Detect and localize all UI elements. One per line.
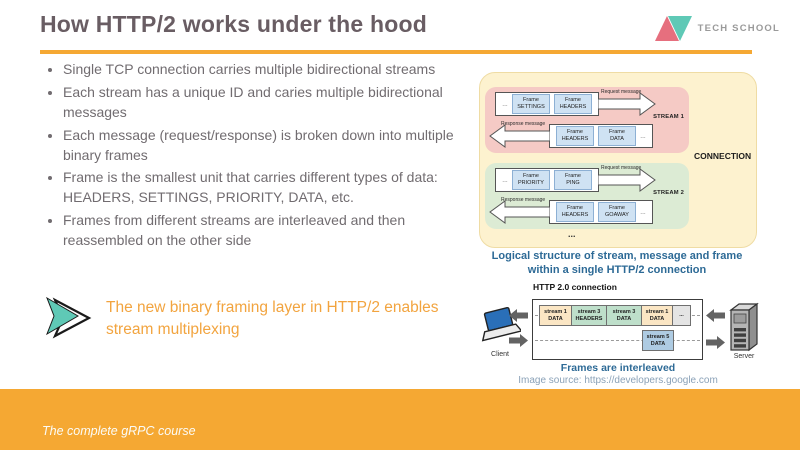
stream-2-label: STREAM 2 (653, 190, 684, 196)
response-arrow-label: Response message (501, 121, 546, 127)
bullet-item: Frames from different streams are interl… (63, 211, 470, 251)
bullet-item: Each stream has a unique ID and caries m… (63, 83, 470, 123)
interleave-caption: Frames are interleaved (560, 362, 676, 374)
more-streams-ellipsis: ... (568, 229, 576, 239)
right-arrow-icon (706, 336, 725, 349)
request-arrow-label: Request message (601, 165, 642, 171)
request-arrow-label: Request message (601, 89, 642, 95)
client-label: Client (491, 351, 509, 358)
frames-ellipsis: ... (640, 208, 646, 216)
stream-1-label: STREAM 1 (653, 114, 684, 120)
response-arrow-label: Response message (501, 197, 546, 203)
connection-label: CONNECTION (694, 151, 752, 161)
bullet-item: Single TCP connection carries multiple b… (63, 60, 470, 80)
left-arrow-icon (706, 309, 725, 322)
title-underline (40, 50, 752, 54)
page-title: How HTTP/2 works under the hood (40, 11, 427, 37)
stream-diagram-caption: Logical structure of stream, message and… (491, 250, 743, 276)
response-arrow-icon (489, 124, 550, 148)
request-arrow-icon (598, 92, 656, 116)
callout-text: The new binary framing layer in HTTP/2 e… (106, 299, 439, 339)
image-source-credit: Image source: https://developers.google.… (518, 375, 718, 386)
bullet-list: Single TCP connection carries multiple b… (42, 60, 470, 254)
server-label: Server (733, 353, 755, 360)
brand-name: TECH SCHOOL (697, 23, 780, 34)
frames-ellipsis: ... (640, 132, 646, 140)
teal-triangle-icon (667, 16, 692, 41)
request-arrow-icon (598, 168, 656, 192)
bullet-item: Frame is the smallest unit that carries … (63, 168, 470, 208)
frames-ellipsis: ... (502, 176, 508, 184)
http2-connection-title: HTTP 2.0 connection (533, 282, 617, 292)
techschool-logo: TECH SCHOOL (654, 16, 780, 41)
client-to-server-line (535, 340, 700, 341)
response-arrow-icon (489, 200, 550, 224)
server-tower-icon (729, 302, 759, 352)
left-arrow-icon (509, 309, 528, 322)
right-arrow-icon (509, 334, 528, 347)
footer-bar: The complete gRPC course (0, 389, 800, 450)
client-laptop-icon (481, 306, 521, 342)
key-takeaway-callout: The new binary framing layer in HTTP/2 e… (44, 297, 446, 342)
more-frames-chip: ... (672, 305, 691, 326)
frames-ellipsis: ... (502, 100, 508, 108)
course-name: The complete gRPC course (42, 424, 196, 438)
bullet-item: Each message (request/response) is broke… (63, 126, 470, 166)
callout-arrow-icon (46, 297, 92, 339)
